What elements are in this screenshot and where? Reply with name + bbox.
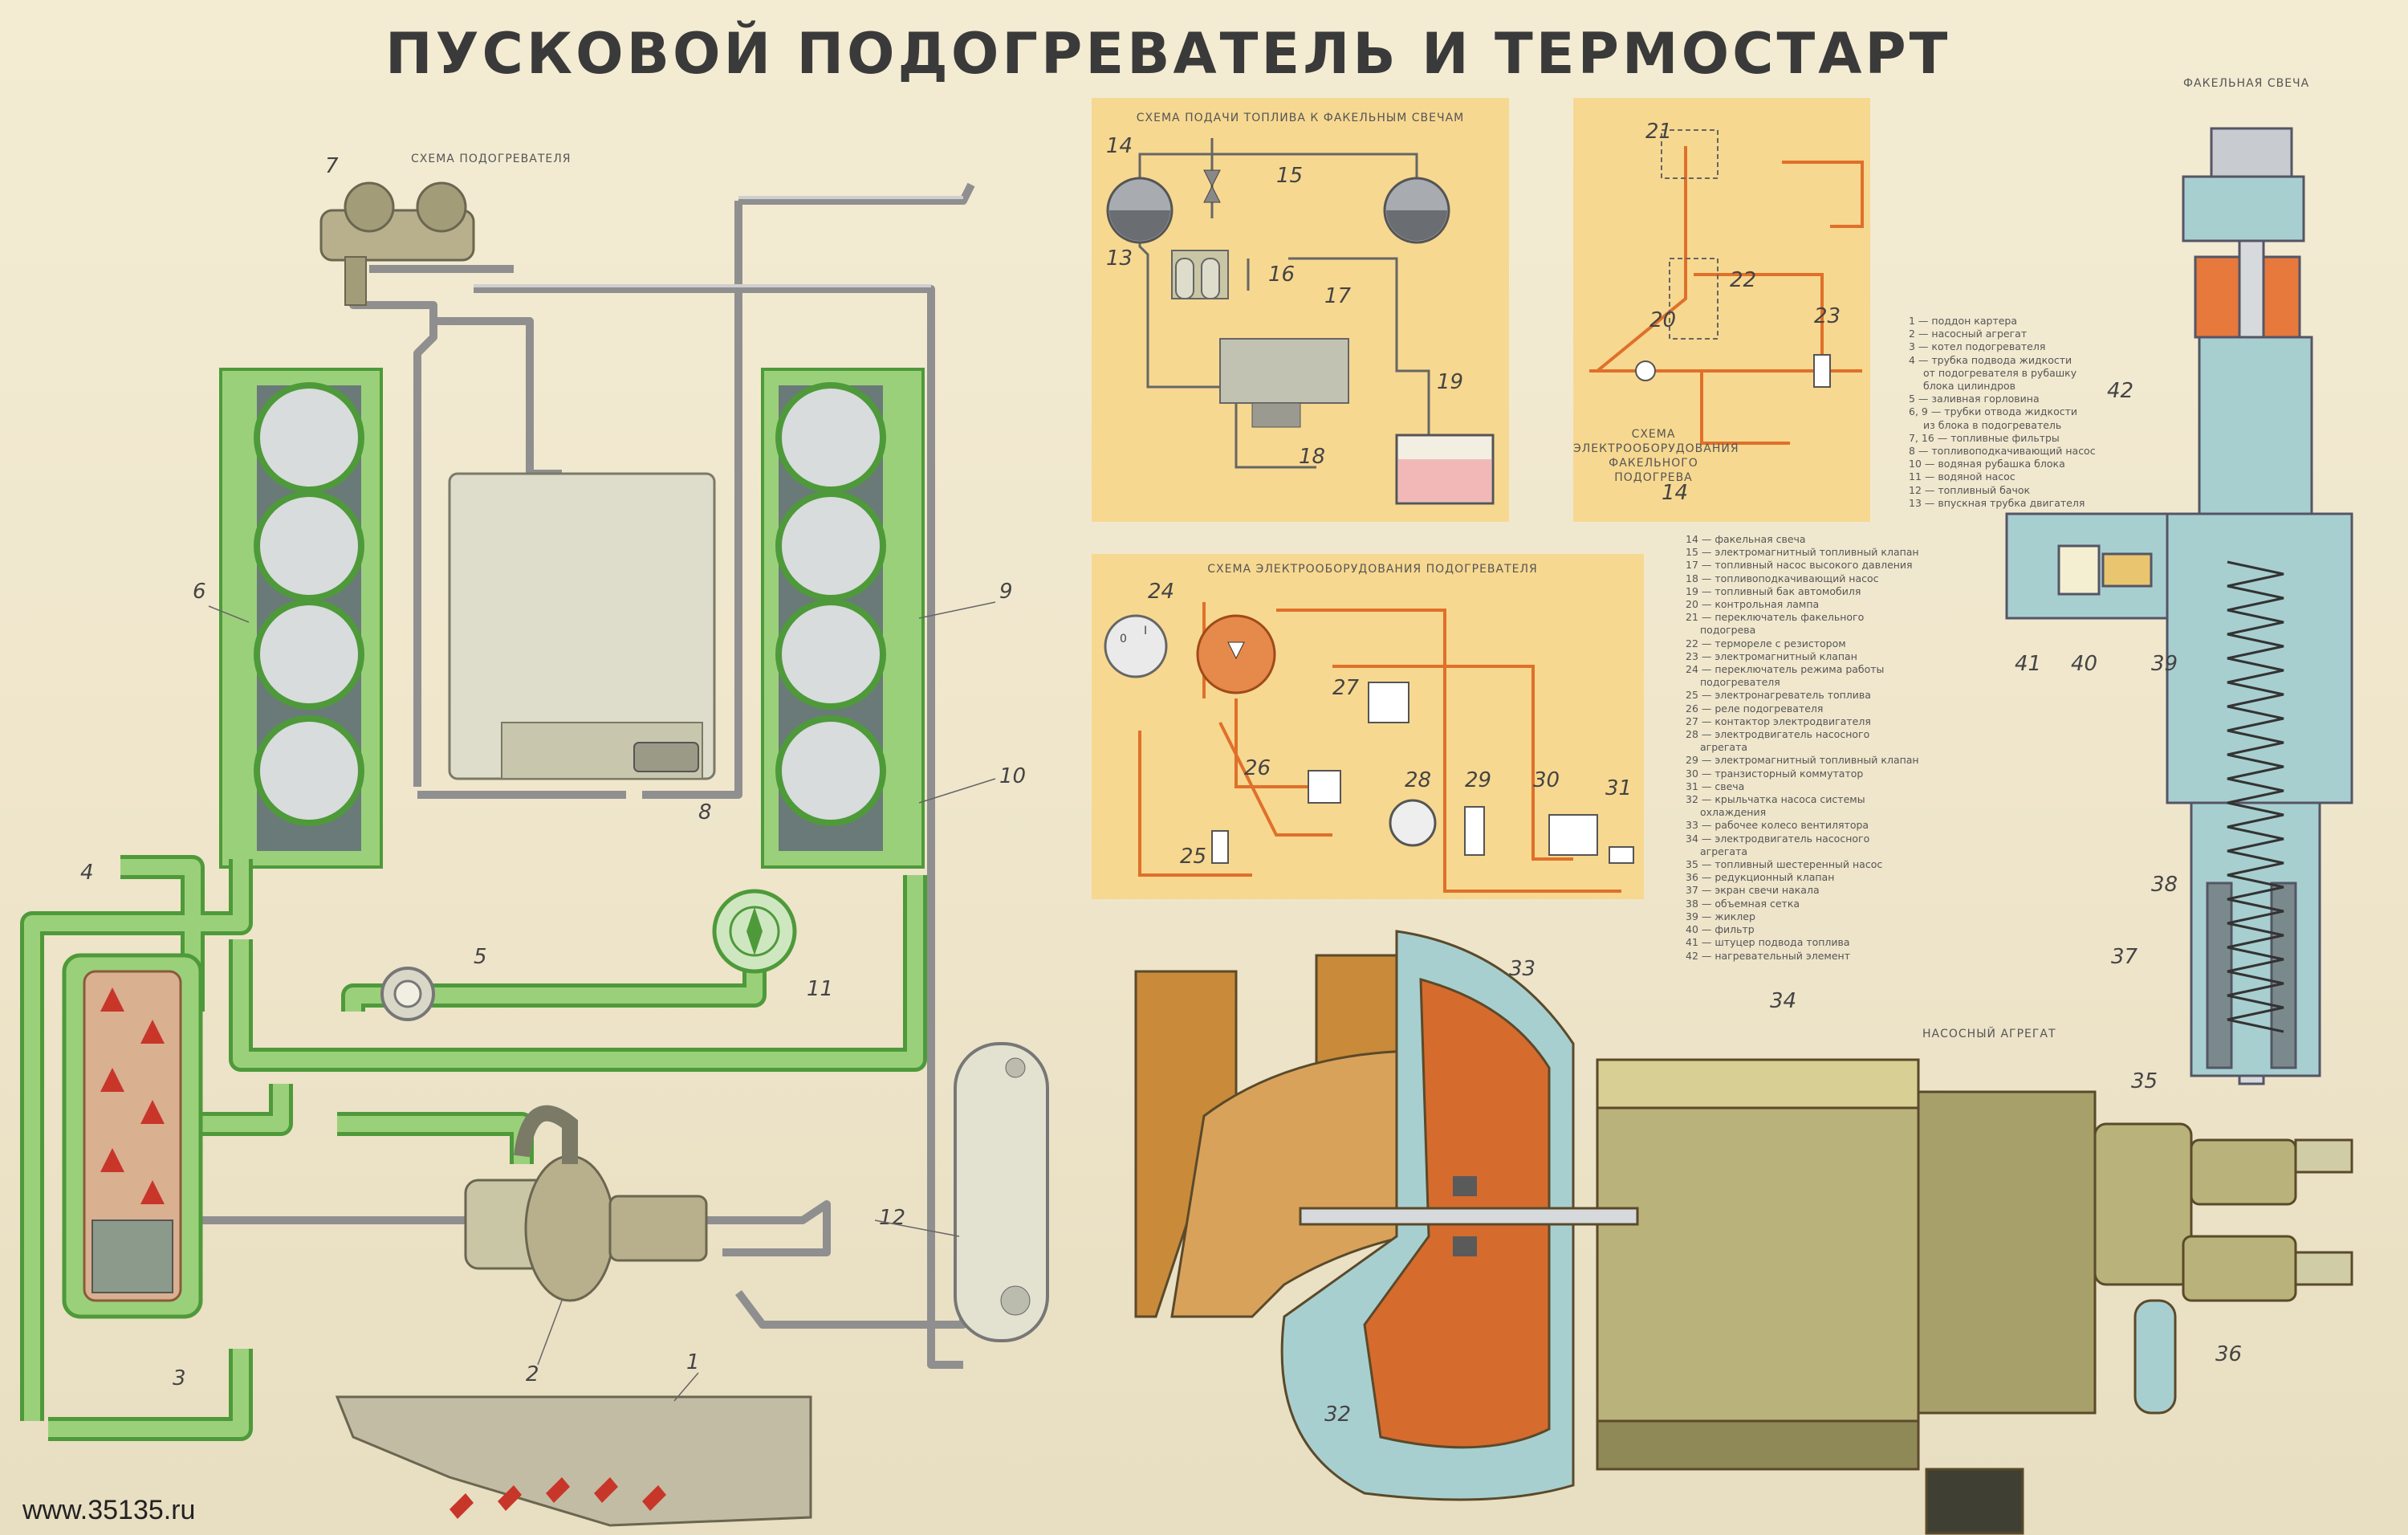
svg-text:0: 0 bbox=[1120, 633, 1127, 645]
svg-text:I: I bbox=[1144, 625, 1147, 637]
fuel-scheme-title: СХЕМА ПОДАЧИ ТОПЛИВА К ФАКЕЛЬНЫМ СВЕЧАМ bbox=[1136, 112, 1465, 124]
callout-31: 31 bbox=[1605, 776, 1632, 800]
callout-36: 36 bbox=[2215, 1342, 2242, 1366]
callout-5: 5 bbox=[474, 945, 487, 969]
callout-16: 16 bbox=[1268, 263, 1295, 287]
callout-18: 18 bbox=[1299, 445, 1325, 469]
callout-35: 35 bbox=[2131, 1069, 2158, 1093]
heater-electric-diagram: 0 I 24 25 26 27 28 29 30 31 bbox=[1104, 580, 1634, 893]
electromotor-28 bbox=[1389, 799, 1437, 847]
pump-unit-small bbox=[464, 1105, 708, 1302]
contactor-27 bbox=[1368, 682, 1409, 723]
callout-40: 40 bbox=[2071, 652, 2097, 676]
callout-38: 38 bbox=[2151, 873, 2178, 897]
callout-25: 25 bbox=[1180, 845, 1206, 869]
heater-scheme-title: СХЕМА ПОДОГРЕВАТЕЛЯ bbox=[411, 153, 571, 165]
callout-33: 33 bbox=[1509, 957, 1536, 981]
fuel-filters-16 bbox=[1171, 250, 1229, 299]
flare-plug-left bbox=[1106, 177, 1173, 244]
fuel-scheme-diagram: 14 13 15 16 17 18 19 bbox=[1106, 134, 1495, 505]
spark-plug-31 bbox=[1609, 846, 1634, 864]
fuel-pump-8 bbox=[633, 742, 699, 772]
fuel-pump-18 bbox=[1251, 402, 1301, 428]
vehicle-fuel-tank-19 bbox=[1395, 434, 1495, 505]
callout-20: 20 bbox=[1649, 308, 1676, 332]
fuel-filter-7 bbox=[319, 181, 475, 306]
callout-17: 17 bbox=[1324, 284, 1352, 308]
heater-electric-panel: СХЕМА ЭЛЕКТРООБОРУДОВАНИЯ ПОДОГРЕВАТЕЛЯ … bbox=[1092, 554, 1644, 899]
heater-electric-title: СХЕМА ЭЛЕКТРООБОРУДОВАНИЯ ПОДОГРЕВАТЕЛЯ bbox=[1207, 563, 1538, 576]
callout-21: 21 bbox=[1645, 120, 1672, 144]
coolant-jacket-left bbox=[219, 368, 383, 869]
callout-41: 41 bbox=[2015, 652, 2041, 676]
pump-unit-title: НАСОСНЫЙ АГРЕГАТ bbox=[1922, 1028, 2056, 1040]
solenoid-29 bbox=[1464, 806, 1485, 856]
callout-39: 39 bbox=[2151, 652, 2178, 676]
callout-1: 1 bbox=[686, 1350, 700, 1374]
coolant-jacket-right bbox=[761, 368, 925, 869]
callout-29: 29 bbox=[1465, 768, 1491, 792]
heater-relay-26 bbox=[1308, 770, 1341, 804]
fuel-heater-25 bbox=[1211, 830, 1229, 864]
callout-8: 8 bbox=[698, 800, 712, 825]
control-lamp bbox=[1635, 360, 1656, 381]
callout-22: 22 bbox=[1730, 268, 1756, 292]
callout-28: 28 bbox=[1405, 768, 1431, 792]
hp-fuel-pump-17 bbox=[1219, 338, 1349, 404]
callout-6: 6 bbox=[193, 580, 206, 604]
fuel-scheme-panel: СХЕМА ПОДАЧИ ТОПЛИВА К ФАКЕЛЬНЫМ СВЕЧАМ bbox=[1092, 98, 1509, 522]
callout-3: 3 bbox=[173, 1366, 186, 1390]
filler-neck bbox=[380, 967, 435, 1021]
mode-switch-24 bbox=[1196, 614, 1276, 694]
callout-27: 27 bbox=[1332, 676, 1360, 700]
callout-34: 34 bbox=[1770, 989, 1796, 1013]
callout-12: 12 bbox=[879, 1206, 905, 1230]
callout-2: 2 bbox=[526, 1362, 539, 1386]
callout-42: 42 bbox=[2107, 379, 2133, 403]
flare-plug-title: ФАКЕЛЬНАЯ СВЕЧА bbox=[2183, 77, 2310, 90]
flare-electric-panel: 21 20 22 23 14 СХЕМА ЭЛЕКТРООБОРУДОВАНИЯ… bbox=[1573, 98, 1870, 522]
fuel-pipes-highlight bbox=[474, 196, 963, 287]
callout-7: 7 bbox=[325, 154, 339, 178]
flare-electric-title: СХЕМА ЭЛЕКТРООБОРУДОВАНИЯ ФАКЕЛЬНОГО ПОД… bbox=[1573, 428, 1739, 484]
callout-32: 32 bbox=[1324, 1403, 1351, 1427]
solenoid-23 bbox=[1813, 354, 1831, 388]
callout-14b: 14 bbox=[1662, 481, 1688, 505]
callout-4: 4 bbox=[80, 861, 94, 885]
mode-switch-dial: 0 I bbox=[1104, 614, 1168, 678]
callout-19: 19 bbox=[1437, 370, 1463, 394]
callout-23: 23 bbox=[1814, 304, 1841, 328]
transistor-switch-30 bbox=[1548, 814, 1598, 856]
flare-electric-diagram: 21 20 22 23 14 bbox=[1589, 120, 1864, 505]
water-pump bbox=[712, 889, 797, 974]
watermark: www.35135.ru bbox=[22, 1495, 196, 1525]
heater-boiler bbox=[62, 953, 203, 1319]
fuel-bowl bbox=[954, 1042, 1049, 1342]
callout-14a: 14 bbox=[1106, 134, 1133, 158]
callout-26: 26 bbox=[1244, 756, 1271, 780]
callout-9: 9 bbox=[999, 580, 1013, 604]
callout-24: 24 bbox=[1148, 580, 1174, 604]
callout-13: 13 bbox=[1106, 246, 1133, 271]
callout-11: 11 bbox=[807, 977, 833, 1001]
flare-plug-right bbox=[1383, 177, 1450, 244]
callout-30: 30 bbox=[1533, 768, 1560, 792]
callout-15: 15 bbox=[1276, 164, 1303, 188]
poster-title: ПУСКОВОЙ ПОДОГРЕВАТЕЛЬ И ТЕРМОСТАРТ bbox=[385, 21, 1951, 87]
callout-37: 37 bbox=[2111, 945, 2138, 969]
solenoid-valve-15 bbox=[1203, 169, 1221, 203]
oil-sump bbox=[335, 1395, 812, 1527]
callout-10: 10 bbox=[999, 764, 1026, 788]
